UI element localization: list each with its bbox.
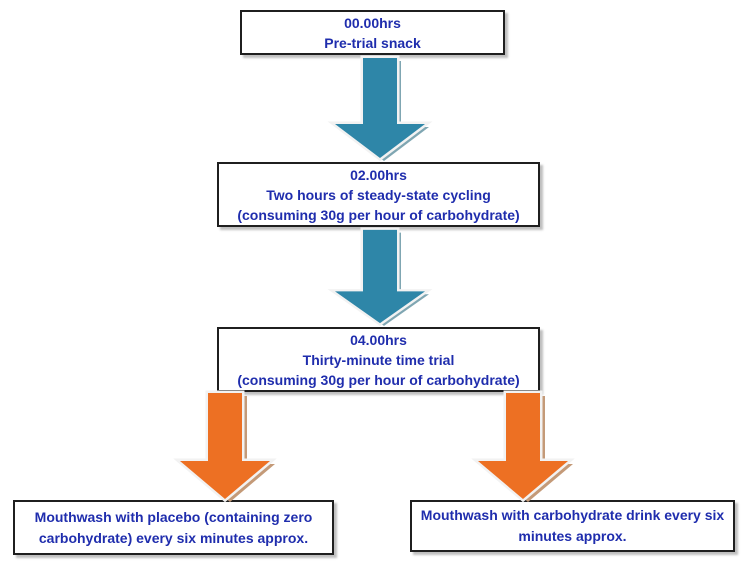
arrow-body (173, 390, 277, 503)
down-arrow-timetrial-to-carbohydrate-icon (471, 390, 575, 503)
step-box-cycling: 02.00hrs Two hours of steady-state cycli… (217, 162, 540, 227)
step-box-pretrial-text: 00.00hrs Pre-trial snack (324, 14, 421, 51)
arrow-body (327, 227, 433, 327)
step-box-placebo-arm-text: Mouthwash with placebo (containing zero … (34, 508, 313, 546)
down-arrow-pretrial-to-cycling-icon (327, 55, 433, 162)
down-arrow-cycling-to-timetrial-icon (327, 227, 433, 327)
arrow-body (471, 390, 575, 503)
arrow-body (327, 55, 433, 162)
down-arrow-timetrial-to-placebo-icon (173, 390, 277, 503)
step-box-timetrial-text: 04.00hrs Thirty-minute time trial (consu… (237, 331, 520, 388)
step-box-carbohydrate-arm-text: Mouthwash with carbohydrate drink every … (420, 507, 725, 544)
step-box-carbohydrate-arm: Mouthwash with carbohydrate drink every … (410, 500, 735, 552)
step-box-placebo-arm: Mouthwash with placebo (containing zero … (13, 500, 334, 555)
step-box-pretrial: 00.00hrs Pre-trial snack (240, 10, 505, 55)
step-box-timetrial: 04.00hrs Thirty-minute time trial (consu… (217, 327, 540, 392)
step-box-cycling-text: 02.00hrs Two hours of steady-state cycli… (237, 166, 520, 223)
